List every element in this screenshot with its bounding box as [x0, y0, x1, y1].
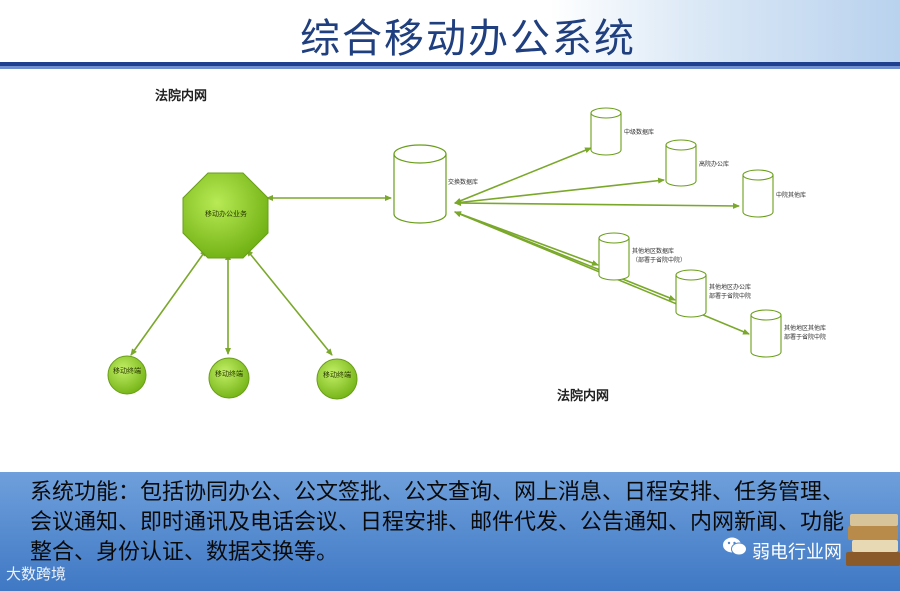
- mobile-office-label: 移动办公业务: [205, 210, 247, 218]
- db-cylinder-3: [742, 169, 774, 218]
- db-label-4-line2: （部署于省院中院）: [632, 257, 687, 264]
- exchange-db-label: 交换数据库: [448, 179, 479, 186]
- db-label-5-line2: 部署于省院中院: [709, 293, 752, 300]
- db-label-5-line1: 其他地区办公库: [709, 284, 752, 291]
- db-label-1: 中级数据库: [624, 129, 655, 136]
- db-label-4: 其他地区数据库 （部署于省院中院）: [632, 247, 686, 265]
- footer-band: [0, 472, 900, 591]
- arrow-exchange-db-3: [454, 200, 740, 209]
- terminal-label-3: 移动终端: [323, 371, 351, 379]
- arrow-exchange-db-2: [454, 177, 665, 206]
- system-function-text: 系统功能：包括协同办公、公文签批、公文查询、网上消息、日程安排、任务管理、会议通…: [30, 480, 845, 565]
- system-diagram: 法院内网 法院内网 移动办公业务 移动终端 移动终端 移动终端 交换数据库 中级…: [107, 72, 900, 467]
- title-rule-light: [0, 66, 900, 69]
- diagram-canvas: [107, 107, 782, 400]
- books-decoration-icon: [846, 514, 900, 566]
- db-label-3: 中院其他库: [776, 192, 807, 199]
- title-decoration: [550, 0, 900, 62]
- terminal-node-3: [316, 358, 358, 400]
- db-label-2: 高院办公库: [699, 161, 730, 168]
- db-label-6-line2: 部署于省院中院: [784, 334, 827, 341]
- db-label-5: 其他地区办公库 部署于省院中院: [709, 283, 751, 301]
- db-cylinder-5: [675, 269, 707, 318]
- db-label-6: 其他地区其他库 部署于省院中院: [784, 324, 826, 342]
- db-label-4-line1: 其他地区数据库: [632, 248, 675, 255]
- title-rule: [0, 62, 900, 66]
- wechat-icon: [723, 537, 747, 556]
- terminal-node-1: [107, 355, 147, 395]
- watermark-right: 弱电行业网: [752, 542, 842, 563]
- terminal-label-1: 移动终端: [113, 367, 141, 375]
- intranet-label-bottom: 法院内网: [557, 389, 610, 404]
- slide-title: 综合移动办公系统: [300, 16, 636, 62]
- exchange-db-cylinder: [393, 144, 447, 224]
- watermark-left: 大数跨境: [6, 565, 67, 583]
- db-cylinder-4: [598, 232, 630, 281]
- arrow-center-terminal-3: [246, 249, 333, 356]
- db-cylinder-2: [665, 139, 697, 187]
- db-label-6-line1: 其他地区其他库: [784, 325, 827, 332]
- db-cylinder-1: [590, 107, 622, 156]
- db-cylinder-6: [750, 309, 782, 358]
- terminal-label-2: 移动终端: [215, 370, 243, 378]
- arrow-center-terminal-1: [130, 249, 207, 356]
- mobile-office-node: [182, 172, 269, 259]
- terminal-node-2: [208, 357, 250, 399]
- intranet-label-top: 法院内网: [155, 89, 208, 104]
